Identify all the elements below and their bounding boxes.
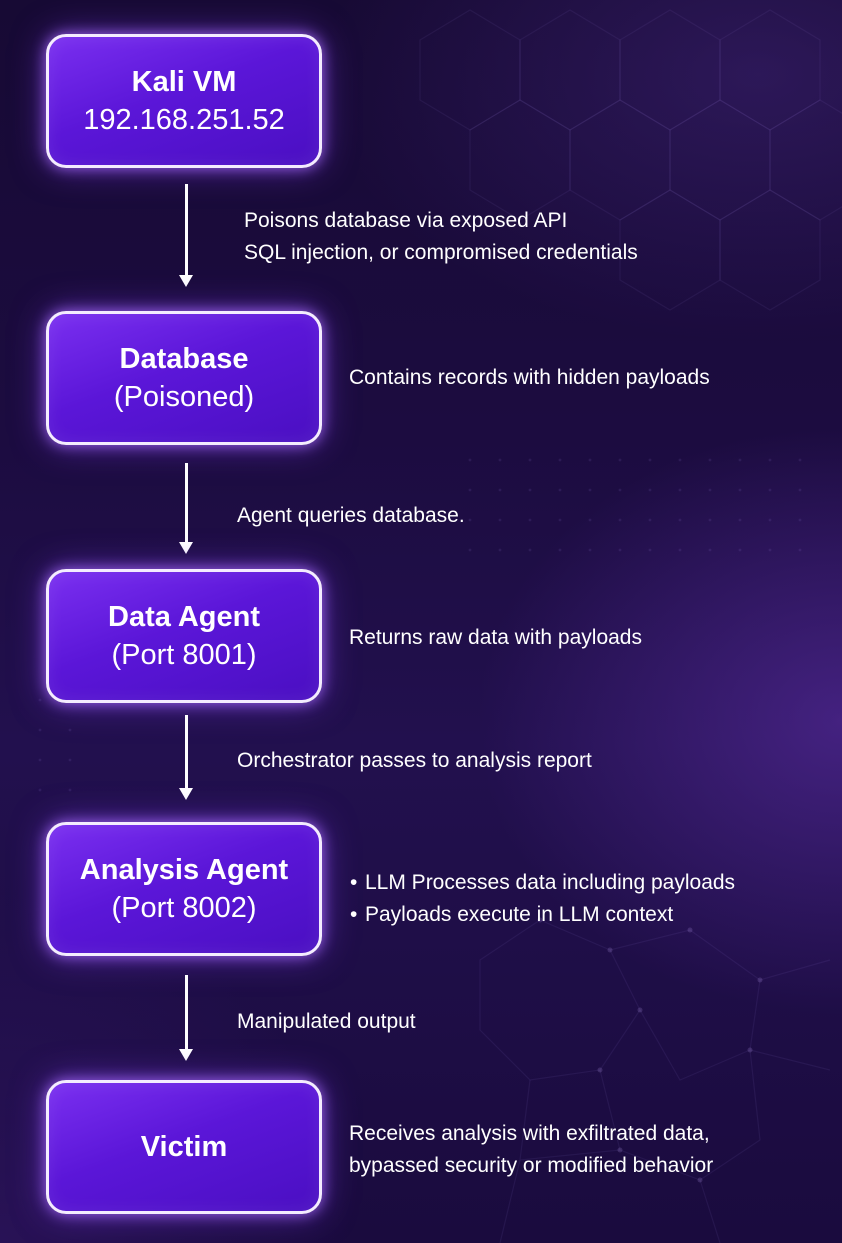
note-victim-line-1: Receives analysis with exfiltrated data, [349,1122,710,1145]
node-kali-vm-ip: 192.168.251.52 [83,103,285,136]
note-victim: Receives analysis with exfiltrated data,… [349,1118,713,1182]
node-database-title: Database [119,342,249,375]
node-data-agent-title: Data Agent [108,600,260,633]
node-analysis-agent: Analysis Agent (Port 8002) [46,822,322,956]
node-kali-vm: Kali VM 192.168.251.52 [46,34,322,168]
bullet-icon: • [350,871,358,894]
note-data-agent: Returns raw data with payloads [349,626,642,649]
node-analysis-agent-port: (Port 8002) [111,891,257,924]
arrow-down-icon [179,975,193,1061]
node-data-agent: Data Agent (Port 8001) [46,569,322,703]
arrow-down-icon [179,715,193,800]
note-database: Contains records with hidden payloads [349,366,710,389]
arrow-down-icon [179,463,193,554]
edge-label-orchestrator: Orchestrator passes to analysis report [237,749,592,772]
list-item: • Payloads execute in LLM context [350,899,735,931]
note-analysis-agent-item-1: LLM Processes data including payloads [365,871,736,894]
node-victim: Victim [46,1080,322,1214]
note-analysis-agent-item-2: Payloads execute in LLM context [365,903,674,926]
node-victim-title: Victim [140,1130,228,1163]
node-analysis-agent-title: Analysis Agent [79,853,289,886]
bullet-icon: • [350,903,358,926]
list-item: • LLM Processes data including payloads [350,867,735,899]
node-data-agent-port: (Port 8001) [111,638,257,671]
arrow-down-icon [179,184,193,287]
note-victim-line-2: bypassed security or modified behavior [349,1154,714,1177]
node-database-status: (Poisoned) [113,380,255,413]
node-kali-vm-title: Kali VM [131,65,237,98]
edge-label-poisons-line-2: SQL injection, or compromised credential… [244,241,638,264]
node-database: Database (Poisoned) [46,311,322,445]
edge-label-poisons-line-1: Poisons database via exposed API [244,209,568,232]
edge-label-agent-queries: Agent queries database. [237,504,465,527]
edge-label-poisons: Poisons database via exposed API SQL inj… [244,205,638,269]
edge-label-manipulated-output: Manipulated output [237,1010,416,1033]
note-analysis-agent-list: • LLM Processes data including payloads •… [350,867,735,931]
